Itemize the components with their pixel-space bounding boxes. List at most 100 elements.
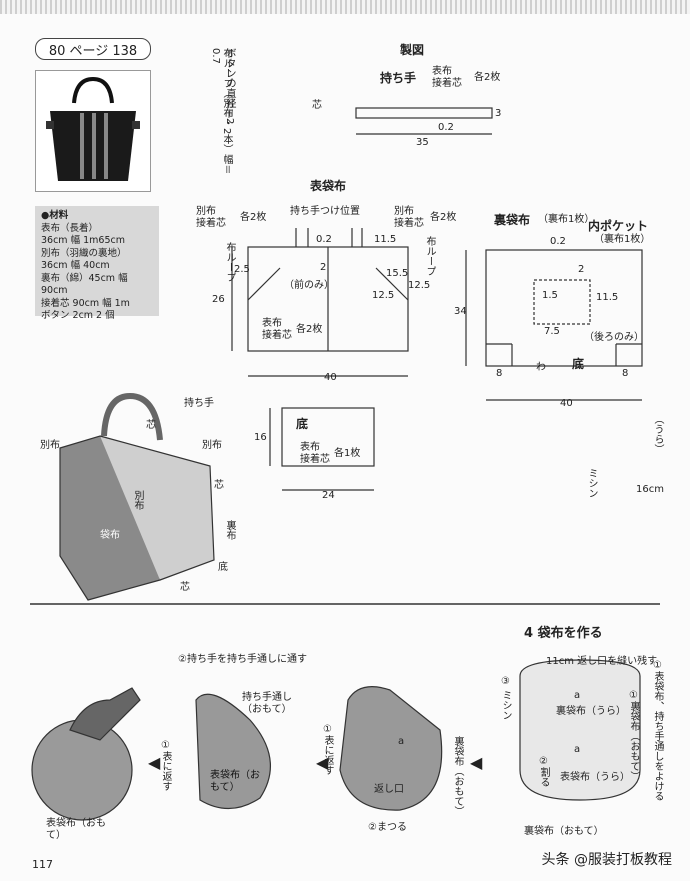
illus-core2: 芯 (214, 480, 224, 491)
outer-side-fabric: 別布 (196, 206, 216, 217)
outer-body-fabric: 表布 (262, 318, 282, 329)
loop-note: 布ループ（別布・2本）幅＝0.7 (210, 48, 232, 175)
step4-inside: 裏袋布（うら） (556, 706, 626, 717)
step-b-turn: ①表に返す (160, 740, 171, 791)
lining-width: 40 (560, 398, 573, 409)
bottom-height: 16 (254, 432, 267, 443)
step4-a1: a (574, 690, 581, 701)
button-note: ボタンの直径＝2 (224, 48, 235, 125)
pocket-count: （裏布1枚） (594, 234, 651, 245)
lining-d8b: 8 (622, 368, 629, 379)
top-border (0, 0, 690, 14)
handle-length: 35 (416, 137, 429, 148)
outer-d125b: 12.5 (408, 280, 431, 291)
illus-body: 袋布 (100, 530, 120, 541)
illus-handle: 持ち手 (184, 398, 214, 409)
outer-body-count: 各2枚 (296, 324, 323, 335)
bottom-fabric: 表布 (300, 442, 320, 453)
step4-a3: a (398, 736, 405, 747)
step4-a2: a (574, 744, 581, 755)
outer-bag-title: 表袋布 (310, 179, 347, 193)
arrow-left-icon: ◀ (316, 753, 329, 772)
step-c-sew: ②まつる (368, 822, 407, 833)
bag-photo-image (46, 76, 140, 181)
outer-d155: 15.5 (386, 268, 409, 279)
handle-width: 3 (495, 108, 502, 119)
bottom-count: 各1枚 (334, 448, 361, 459)
step4-note-right2: ①裏袋布（おもて） (628, 690, 639, 781)
step-a-outer: 表袋布（おもて） (46, 818, 106, 841)
handle-interfacing: 接着芯 (432, 78, 462, 89)
outer-loop-left: 布ループ (224, 242, 235, 282)
outer-side-fabric-2: 別布 (394, 206, 414, 217)
step-b-handle: 持ち手通し（おもて） (242, 692, 292, 715)
bottom-interfacing: 接着芯 (300, 454, 330, 465)
outer-side-interfacing-2: 接着芯 (394, 218, 424, 229)
materials-line: 表布（長着） (41, 222, 99, 234)
outer-loop-right: 布ループ (424, 236, 435, 276)
outer-d2: 2 (320, 262, 327, 273)
watermark: 头条 @服装打板教程 (541, 852, 672, 868)
lining-bottom: 底 (572, 357, 585, 371)
lining-d115: 11.5 (596, 292, 619, 303)
outer-front-only: （前のみ） (284, 280, 334, 291)
illus-core3: 芯 (180, 582, 190, 593)
loop-size: 16cm (636, 484, 664, 495)
arrow-left-icon: ◀ (470, 753, 483, 772)
page-number: 117 (32, 858, 53, 871)
bottom-width: 24 (322, 490, 335, 501)
lining-d2: 2 (578, 264, 585, 275)
illus-bottom: 底 (218, 562, 228, 573)
outer-height: 26 (212, 294, 225, 305)
lining-back-only: （後ろのみ） (584, 332, 644, 343)
lining-title: 裏袋布 (494, 213, 531, 227)
lining-height: 34 (454, 306, 467, 317)
materials-line: 別布（羽織の裏地） (41, 247, 127, 259)
pocket-title: 内ポケット (588, 219, 649, 233)
handle-fabric: 表布 (432, 66, 452, 77)
illus-side-mid: 別布 (132, 490, 143, 510)
handle-position: 持ち手つけ位置 (290, 206, 360, 217)
lining-d75: 7.5 (544, 326, 560, 337)
bottom-title: 底 (296, 417, 309, 431)
illus-side-left: 別布 (40, 440, 60, 451)
outer-side-interfacing: 接着芯 (196, 218, 226, 229)
outer-width: 40 (324, 372, 337, 383)
illus-core1: 芯 (146, 420, 156, 431)
lining-d02: 0.2 (550, 236, 566, 247)
materials-line: 接着芯 90cm 幅 1m (41, 297, 130, 309)
step-c-lining: 裏袋布（おもて） (452, 736, 463, 816)
outer-d125a: 12.5 (372, 290, 395, 301)
materials-line: 36cm 幅 1m65cm (41, 235, 125, 246)
lining-count: （裏布1枚） (538, 214, 595, 225)
handle-core: 芯 (312, 100, 322, 111)
step-c-turn: ①表に返す (322, 724, 333, 775)
outer-side-count: 各2枚 (240, 212, 267, 223)
illus-lining: 裏布 (224, 520, 235, 540)
materials-line: ボタン 2cm 2 個 (41, 310, 115, 321)
step-b-outer: 表袋布（おもて） (210, 770, 260, 793)
handle-title: 持ち手 (380, 71, 417, 85)
step-c-return: 返し口 (374, 784, 404, 795)
outer-d25: 2.5 (234, 264, 250, 275)
lining-d15: 1.5 (542, 290, 558, 301)
illus-side-right: 別布 (202, 440, 222, 451)
outer-side-count-2: 各2枚 (430, 212, 457, 223)
step4-title: 4 袋布を作る (524, 626, 603, 641)
lining-wa: わ (536, 362, 546, 373)
step4-note-right: ①表袋布、持ち手通しをよける (652, 660, 663, 801)
loop-stitch: ミシン (586, 468, 597, 498)
materials-heading: ●材料 (41, 210, 69, 221)
step-b-pass: ②持ち手を持ち手通しに通す (178, 654, 307, 665)
page-reference: 80 ページ 138 (35, 38, 151, 60)
handle-count: 各2枚 (474, 72, 501, 83)
step4-inside2: 表袋布（うら） (560, 772, 630, 783)
step4-stitch3: ③ ミシン (500, 676, 511, 721)
loop-ura: （うら） (652, 414, 663, 454)
lining-d8a: 8 (496, 368, 503, 379)
outer-d115: 11.5 (374, 234, 397, 245)
bag-photo (35, 70, 151, 192)
outer-body-interfacing: 接着芯 (262, 330, 292, 341)
arrow-left-icon: ◀ (148, 753, 161, 772)
